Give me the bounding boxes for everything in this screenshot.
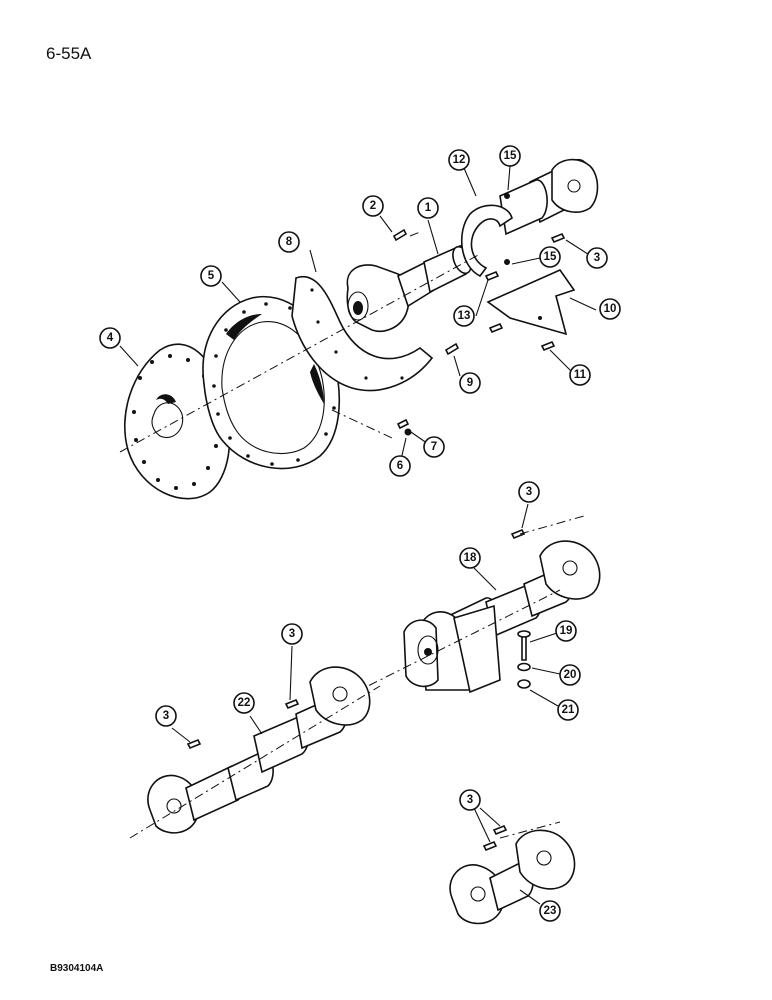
svg-text:8: 8 (286, 236, 293, 248)
callout-11: 11 (569, 364, 591, 386)
callout-15: 15 (499, 145, 521, 167)
svg-text:3: 3 (289, 628, 295, 640)
callout-9: 9 (459, 372, 481, 394)
driveshaft-upper (499, 158, 599, 236)
bolt-13 (484, 270, 504, 334)
washer-21 (517, 679, 531, 689)
svg-text:7: 7 (431, 441, 437, 453)
callout-2: 2 (362, 195, 384, 217)
svg-text:22: 22 (238, 697, 251, 709)
callout-5: 5 (200, 265, 222, 287)
svg-text:18: 18 (464, 552, 477, 564)
svg-text:23: 23 (544, 905, 557, 917)
nut-15 (504, 193, 510, 265)
svg-text:15: 15 (504, 150, 517, 162)
svg-text:4: 4 (107, 332, 114, 344)
callout-3d: 3 (155, 705, 177, 727)
svg-text:10: 10 (604, 303, 617, 315)
guard-12 (461, 204, 513, 278)
center-bearing (403, 604, 501, 694)
callout-18: 18 (459, 547, 481, 569)
callout-20: 20 (559, 664, 581, 686)
bolt-19 (517, 630, 531, 661)
svg-text:11: 11 (574, 369, 587, 381)
bolt-3-mid (510, 528, 526, 540)
bracket-10 (486, 269, 576, 336)
bolt-3-lower (186, 698, 300, 750)
svg-text:21: 21 (562, 704, 575, 716)
washer-20 (517, 662, 531, 672)
callout-21: 21 (557, 699, 579, 721)
callout-7: 7 (423, 436, 445, 458)
svg-text:2: 2 (370, 200, 376, 212)
svg-text:13: 13 (458, 310, 471, 322)
svg-text:15: 15 (544, 251, 557, 263)
svg-text:3: 3 (163, 710, 169, 722)
callout-19: 19 (555, 620, 577, 642)
callout-15b: 15 (539, 246, 561, 268)
driveshaft-23 (449, 829, 576, 925)
figure-id: B9304104A (50, 963, 104, 974)
callout-1: 1 (417, 197, 439, 219)
svg-text:19: 19 (560, 625, 573, 637)
callout-12: 12 (448, 149, 470, 171)
bolt-3-bottom (482, 824, 508, 852)
callout-13: 13 (453, 305, 475, 327)
bolt-7 (396, 418, 410, 430)
svg-text:20: 20 (564, 669, 577, 681)
svg-text:9: 9 (467, 377, 473, 389)
bolt-2 (392, 228, 408, 242)
callout-3b: 3 (518, 481, 540, 503)
bolt-11 (540, 340, 556, 352)
callout-22: 22 (233, 692, 255, 714)
page-number: 6-55A (46, 44, 92, 63)
callout-4: 4 (99, 327, 121, 349)
svg-text:12: 12 (453, 154, 466, 166)
svg-text:6: 6 (397, 460, 403, 472)
shield-8 (291, 275, 434, 392)
callout-10: 10 (599, 298, 621, 320)
svg-text:1: 1 (425, 202, 432, 214)
bolt-9 (444, 342, 460, 356)
bolt-3-top (550, 232, 566, 244)
callout-3e: 3 (459, 789, 481, 811)
callout-6: 6 (389, 455, 411, 477)
callout-8: 8 (278, 231, 300, 253)
svg-text:3: 3 (467, 794, 473, 806)
callout-3: 3 (586, 247, 608, 269)
callout-23: 23 (539, 900, 561, 922)
callout-3c: 3 (281, 623, 303, 645)
svg-text:3: 3 (526, 486, 532, 498)
svg-text:3: 3 (594, 252, 600, 264)
nut-6 (404, 428, 412, 436)
svg-text:5: 5 (208, 270, 215, 282)
driveshaft-22 (147, 666, 371, 834)
